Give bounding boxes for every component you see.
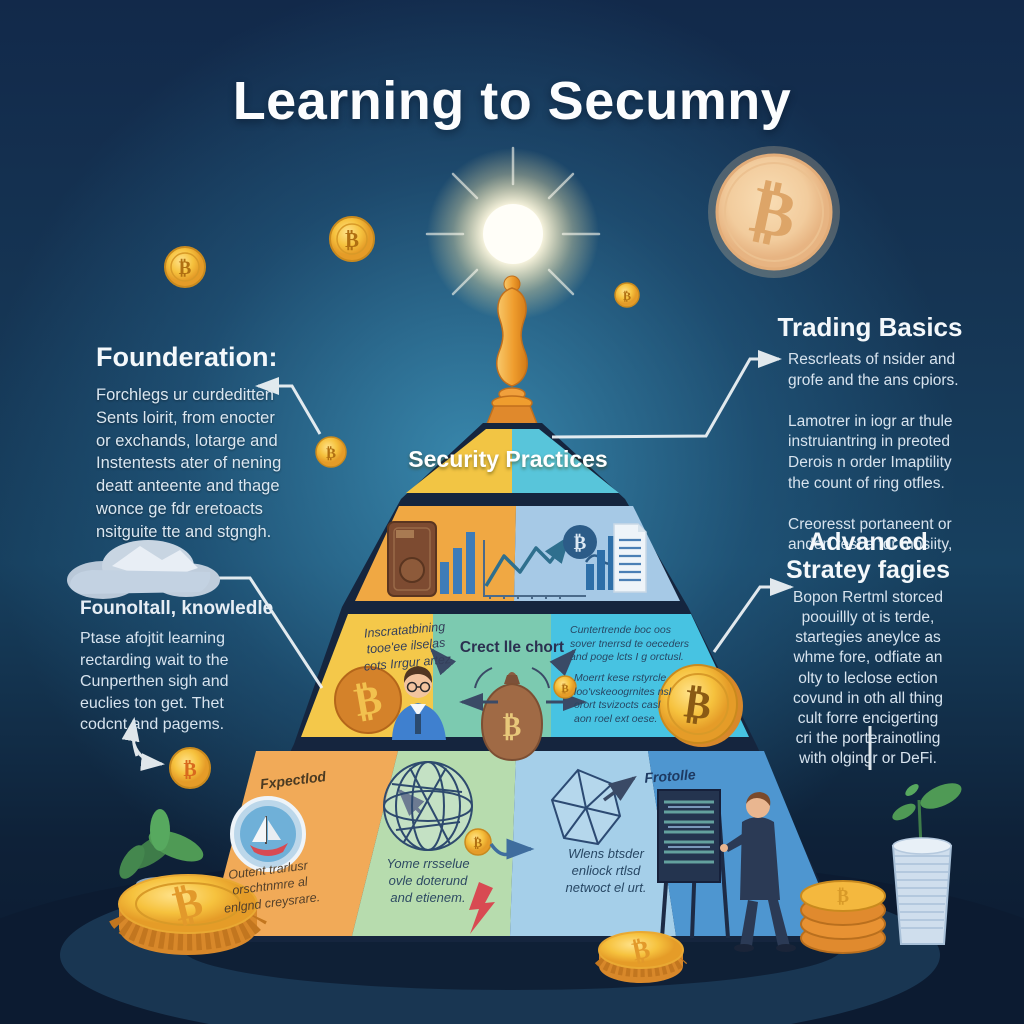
tier3-large-gold-coin: ₿ <box>658 664 743 747</box>
connector-lines <box>121 350 872 772</box>
big-bitcoin-coin-left: ₿ <box>109 874 267 955</box>
tier3-small-coin: ₿ <box>553 675 577 699</box>
money-bag-arrows <box>459 667 587 711</box>
svg-text:₿: ₿ <box>837 886 849 907</box>
tier3-center-label: Crect lle chort <box>459 639 565 656</box>
tier3-arrow-upright <box>549 648 577 677</box>
wallet-icon <box>387 521 437 597</box>
lightning-bolt-icon <box>469 882 495 934</box>
foundation-body: Forchlegs ur curdeditten Sents loirit, f… <box>96 386 282 541</box>
svg-text:₿: ₿ <box>630 935 653 968</box>
svg-text:₿: ₿ <box>503 710 522 743</box>
bitcoin-badge-icon: ₿ <box>563 525 597 559</box>
connector-curved-right <box>132 743 165 772</box>
connector-cloud <box>212 576 324 689</box>
tier3-arrow-upleft <box>429 647 457 676</box>
floating-bitcoin-coin-small: ₿ <box>164 246 206 288</box>
line-chart-icon <box>483 535 586 599</box>
accent-coin-upper: ₿ <box>315 436 347 468</box>
trading-basics-heading: Trading Basics <box>777 312 963 342</box>
tier3-right-note-2: Moerrt kese rstyrcle loo'vskeoogrnites n… <box>574 672 672 725</box>
svg-text:₿: ₿ <box>474 836 483 851</box>
connector-curved-up <box>121 717 140 757</box>
sun-burst-icon <box>425 146 601 320</box>
tier4-coin-with-arrow: ₿ <box>464 828 535 860</box>
svg-text:₿: ₿ <box>561 682 569 695</box>
accent-coin-lower: ₿ <box>169 747 211 789</box>
svg-text:₿: ₿ <box>623 289 631 303</box>
connector-advanced <box>712 578 794 653</box>
bitcoin-coin-center: ₿ <box>594 931 688 983</box>
svg-text:₿: ₿ <box>681 680 714 729</box>
glass-with-sprout <box>891 783 962 945</box>
svg-text:₿: ₿ <box>183 757 196 781</box>
tier4-network-note: Yome rrsselue ovle doterund and etienem. <box>386 856 470 905</box>
connector-trading <box>551 350 782 439</box>
foundational-knowledge-body: Ptase afojtit learning rectarding wait t… <box>80 630 229 734</box>
pyramid-finial <box>485 275 539 425</box>
pyramid-tier1-left <box>406 429 512 493</box>
advanced-strategies-heading: Advanced Stratey fagies <box>786 528 950 584</box>
painter-person <box>720 792 796 952</box>
page-title: Learning to Secumny <box>232 71 792 131</box>
svg-text:₿: ₿ <box>326 444 336 462</box>
floating-bitcoin-coin-tiny: ₿ <box>614 282 640 308</box>
tier3-right-note-1: Cuntertrende boc oos sover tnerrsd te oe… <box>570 624 690 664</box>
foundation-heading: Founderation: <box>96 342 278 372</box>
svg-text:₿: ₿ <box>574 532 587 554</box>
advanced-strategies-body: Bopon Rertml storced poouillly ot is ter… <box>793 589 943 768</box>
cloud-icon <box>67 540 220 599</box>
trading-basics-body: Rescrleats of nsider and grofe and the a… <box>788 351 959 554</box>
tier4-node-note: Wlens btsder enliock rtlsd netwoct el ur… <box>565 846 647 895</box>
svg-text:₿: ₿ <box>345 228 359 252</box>
foundational-knowledge-heading: Founoltall, knowledle <box>80 598 274 619</box>
document-icon <box>613 523 647 593</box>
pyramid-tier1-right <box>512 429 619 493</box>
network-globe-icon <box>383 761 473 851</box>
connector-foundation <box>255 377 322 435</box>
tier4-arrow-upright <box>602 775 637 802</box>
tier1-label: Security Practices <box>408 446 608 472</box>
floating-bitcoin-coin-large: ₿ <box>708 146 840 278</box>
tier3-bitcoin-coin: ₿ <box>334 666 402 734</box>
man-avatar <box>392 666 446 740</box>
svg-text:₿: ₿ <box>179 257 192 279</box>
bar-chart-icon <box>440 532 475 594</box>
painter-easel <box>657 789 730 939</box>
coin-stack: ₿ <box>800 880 886 954</box>
expected-badge-icon <box>230 796 306 872</box>
floating-bitcoin-coin-medium: ₿ <box>329 216 375 262</box>
